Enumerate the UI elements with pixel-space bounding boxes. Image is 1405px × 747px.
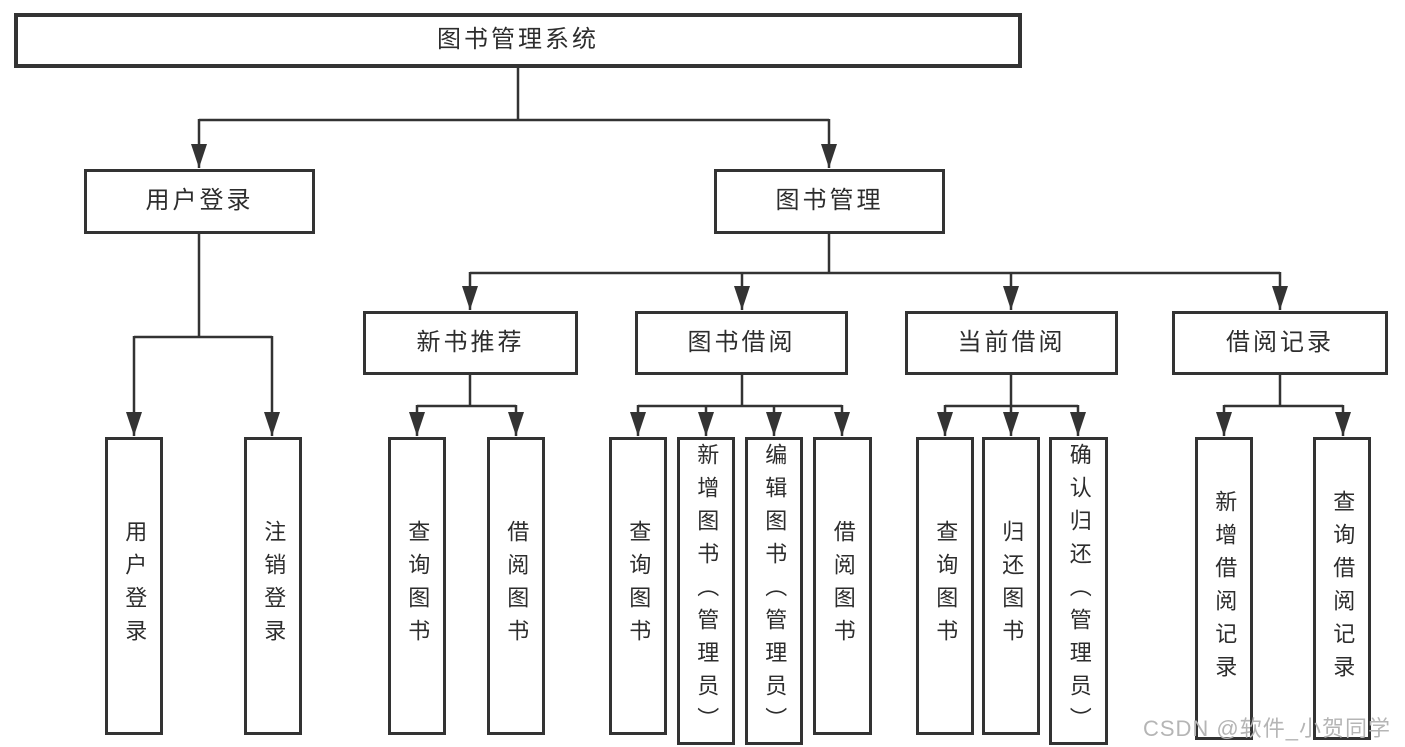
leaf-nbr-query-book: 查询图书 — [388, 437, 446, 735]
edge-group-borrow-records — [1216, 375, 1351, 436]
leaf-br-add-record: 新增借阅记录 — [1195, 437, 1253, 740]
leaf-cb-confirm-return: 确认归还（管理员） — [1049, 437, 1108, 745]
leaf-bb-query-book-label: 查询图书 — [626, 520, 652, 652]
node-current-borrow: 当前借阅 — [905, 311, 1118, 375]
node-user-login: 用户登录 — [84, 169, 315, 234]
leaf-bb-edit-book: 编辑图书（管理员） — [745, 437, 803, 745]
leaf-user-login: 用户登录 — [105, 437, 163, 735]
node-new-book-rec-label: 新书推荐 — [416, 328, 525, 356]
node-book-borrow-label: 图书借阅 — [687, 328, 796, 356]
leaf-cb-query-book: 查询图书 — [916, 437, 974, 735]
edge-group-book-borrow — [630, 375, 850, 436]
leaf-br-query-record-label: 查询借阅记录 — [1330, 489, 1356, 688]
edge-group-user-login — [126, 234, 280, 436]
node-new-book-rec: 新书推荐 — [363, 311, 578, 375]
leaf-logout-label: 注销登录 — [261, 520, 287, 652]
leaf-cb-confirm-return-label: 确认归还（管理员） — [1066, 442, 1092, 740]
leaf-bb-borrow-book-label: 借阅图书 — [830, 520, 856, 652]
edge-group-root — [191, 68, 837, 168]
node-book-borrow: 图书借阅 — [635, 311, 848, 375]
leaf-cb-query-book-label: 查询图书 — [933, 520, 959, 652]
leaf-br-query-record: 查询借阅记录 — [1313, 437, 1371, 740]
leaf-logout: 注销登录 — [244, 437, 302, 735]
node-book-management: 图书管理 — [714, 169, 945, 234]
leaf-bb-add-book: 新增图书（管理员） — [677, 437, 735, 745]
node-book-management-label: 图书管理 — [775, 187, 884, 215]
edge-group-book-management — [462, 234, 1288, 310]
leaf-cb-return-book-label: 归还图书 — [999, 520, 1025, 652]
leaf-br-add-record-label: 新增借阅记录 — [1212, 489, 1238, 688]
leaf-nbr-borrow-book-label: 借阅图书 — [504, 520, 530, 652]
node-root-label: 图书管理系统 — [437, 26, 599, 54]
edge-group-current-borrow — [937, 375, 1086, 436]
leaf-bb-borrow-book: 借阅图书 — [813, 437, 872, 735]
node-borrow-records: 借阅记录 — [1172, 311, 1388, 375]
leaf-nbr-borrow-book: 借阅图书 — [487, 437, 545, 735]
node-root: 图书管理系统 — [14, 13, 1022, 68]
leaf-bb-edit-book-label: 编辑图书（管理员） — [762, 442, 788, 740]
leaf-bb-query-book: 查询图书 — [609, 437, 667, 735]
node-user-login-label: 用户登录 — [145, 187, 254, 215]
leaf-cb-return-book: 归还图书 — [982, 437, 1040, 735]
leaf-bb-add-book-label: 新增图书（管理员） — [694, 442, 720, 740]
leaf-nbr-query-book-label: 查询图书 — [405, 520, 431, 652]
edge-group-new-book-rec — [409, 375, 524, 436]
leaf-user-login-label: 用户登录 — [122, 520, 148, 652]
node-borrow-records-label: 借阅记录 — [1226, 328, 1334, 356]
node-current-borrow-label: 当前借阅 — [957, 328, 1066, 356]
